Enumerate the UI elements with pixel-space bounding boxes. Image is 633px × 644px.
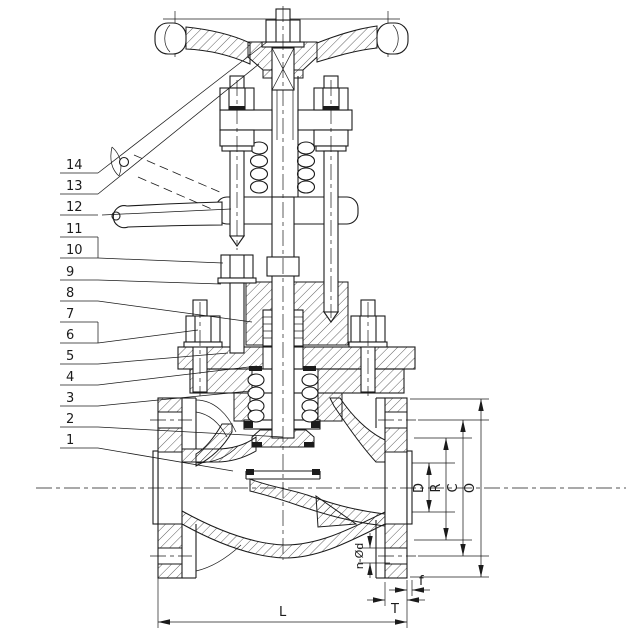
right-raised-face bbox=[406, 450, 413, 525]
stuffing-box bbox=[245, 281, 349, 347]
part-label-5: 5 bbox=[66, 349, 74, 364]
yoke-plate-right bbox=[297, 109, 353, 131]
bonnet bbox=[177, 346, 416, 430]
bellows-lower bbox=[247, 373, 319, 423]
bellows-housing-right bbox=[317, 392, 343, 422]
dim-label-face-height: f bbox=[419, 574, 424, 589]
dim-label-thickness: T bbox=[390, 602, 399, 617]
bottom-wall bbox=[181, 510, 386, 559]
part-label-6: 6 bbox=[66, 328, 74, 343]
body-rib bbox=[315, 494, 358, 528]
left-raised-face bbox=[152, 450, 159, 525]
part-label-8: 8 bbox=[66, 286, 74, 301]
bellows-upper bbox=[249, 141, 316, 194]
left-neck-wall bbox=[195, 423, 233, 467]
part-label-4: 4 bbox=[66, 370, 74, 385]
bonnet-gasket bbox=[249, 366, 262, 371]
position-lever bbox=[111, 201, 223, 229]
handwheel-rim-left bbox=[154, 22, 187, 55]
part-label-14: 14 bbox=[66, 158, 83, 173]
part-label-9: 9 bbox=[66, 265, 74, 280]
part-callouts: 14 13 12 11 10 9 8 7 6 5 4 3 2 1 bbox=[60, 41, 284, 472]
part-label-10: 10 bbox=[66, 243, 83, 258]
packing-rings bbox=[262, 309, 304, 347]
centerlines bbox=[36, 6, 626, 560]
callout-underlines bbox=[60, 172, 99, 449]
lever-phantom-line bbox=[133, 154, 223, 194]
handwheel-rim-right bbox=[376, 22, 409, 55]
valve-body bbox=[152, 397, 413, 579]
part-label-1: 1 bbox=[66, 433, 74, 448]
left-flange bbox=[152, 397, 197, 579]
dim-label-bore: D bbox=[412, 483, 427, 493]
seat-ring bbox=[245, 469, 321, 480]
leader-crossing-mark bbox=[110, 146, 130, 177]
dim-label-length: L bbox=[279, 605, 287, 620]
dim-label-bolt-circle: C bbox=[446, 483, 461, 492]
lever-hole bbox=[111, 211, 121, 221]
handwheel-spoke-left bbox=[185, 26, 251, 65]
part-label-3: 3 bbox=[66, 391, 74, 406]
dim-label-flange-od: O bbox=[463, 483, 478, 493]
part-label-2: 2 bbox=[66, 412, 74, 427]
part-label-12: 12 bbox=[66, 200, 83, 215]
bonnet-stud-left bbox=[183, 299, 223, 393]
part-label-13: 13 bbox=[66, 179, 83, 194]
stem-sleeve bbox=[271, 76, 299, 197]
part-label-11: 11 bbox=[66, 222, 83, 237]
handwheel bbox=[154, 8, 409, 91]
yoke-plate-left bbox=[219, 109, 273, 131]
part-label-7: 7 bbox=[66, 307, 74, 322]
leader-lines bbox=[97, 41, 284, 472]
handwheel-spoke-right bbox=[316, 25, 378, 63]
dim-label-raised-face: R bbox=[429, 483, 444, 492]
packing-nut bbox=[217, 254, 257, 354]
dim-label-bolt-holes: n-Ød bbox=[353, 543, 366, 570]
dimensions: D R C O n-Ød f T L bbox=[157, 398, 489, 628]
